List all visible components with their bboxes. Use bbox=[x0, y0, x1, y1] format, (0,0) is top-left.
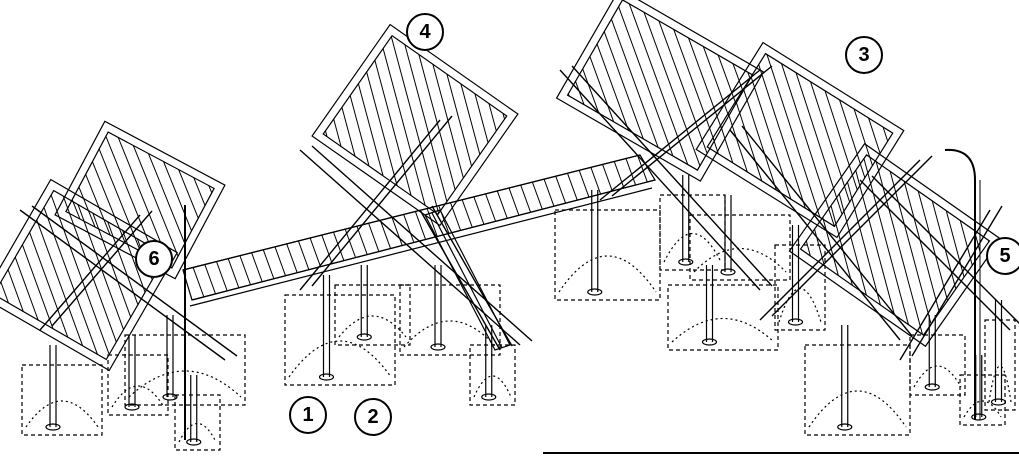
callout-6: 6 bbox=[135, 240, 173, 278]
brace-a-8 bbox=[859, 179, 1011, 331]
brace-a-1 bbox=[39, 214, 141, 331]
callout-6-label: 6 bbox=[148, 247, 160, 270]
footing-box-7 bbox=[469, 344, 516, 406]
footing-arc-14 bbox=[913, 365, 962, 388]
post-base-4 bbox=[318, 373, 335, 381]
footing-arc-15 bbox=[963, 400, 1002, 418]
deck-frame-1 bbox=[54, 120, 226, 280]
brace-b-3 bbox=[311, 115, 453, 287]
callout-4-label: 4 bbox=[419, 20, 431, 43]
footing-box-14 bbox=[909, 334, 966, 396]
callout-1-label: 1 bbox=[302, 403, 314, 426]
post-base-5 bbox=[356, 333, 372, 341]
brace-a-0 bbox=[19, 209, 226, 361]
footing-arc-5 bbox=[338, 315, 407, 338]
post-base-16 bbox=[990, 398, 1007, 406]
footing-box-5 bbox=[334, 284, 411, 346]
post-base-12 bbox=[787, 318, 804, 326]
footing-box-8 bbox=[554, 209, 661, 301]
post-base-8 bbox=[587, 288, 603, 296]
brace-b-4 bbox=[571, 65, 773, 287]
brace-a-4 bbox=[559, 69, 761, 291]
post-base-1 bbox=[124, 403, 140, 411]
brace-b-0 bbox=[31, 205, 238, 357]
footing-box-15 bbox=[959, 374, 1006, 426]
post-base-0 bbox=[45, 423, 61, 431]
footing-arc-4 bbox=[288, 340, 392, 378]
pole-right bbox=[944, 148, 976, 420]
footing-box-0 bbox=[21, 364, 103, 436]
footing-arc-2 bbox=[128, 370, 242, 398]
callout-2: 2 bbox=[354, 398, 392, 436]
footing-box-6 bbox=[399, 284, 501, 356]
footing-box-11 bbox=[667, 284, 779, 351]
deck-frame-5 bbox=[788, 142, 1002, 348]
slide-chute bbox=[424, 209, 511, 351]
post-base-2 bbox=[162, 393, 178, 401]
brace-a-5 bbox=[599, 69, 761, 201]
callout-5: 5 bbox=[986, 237, 1019, 275]
footing-arc-1 bbox=[111, 385, 165, 408]
footing-box-10 bbox=[689, 214, 791, 281]
brace-b-8 bbox=[871, 175, 1019, 324]
footing-arc-9 bbox=[663, 233, 722, 263]
callout-3-label: 3 bbox=[858, 43, 870, 66]
post-base-15 bbox=[971, 413, 987, 421]
post-base-13 bbox=[837, 423, 853, 431]
brace-a-6 bbox=[729, 129, 901, 341]
frame-rule bbox=[543, 452, 1019, 454]
footing-arc-0 bbox=[25, 400, 99, 428]
brace-a-7 bbox=[759, 159, 921, 321]
brace-b-6 bbox=[741, 125, 913, 337]
post-base-11 bbox=[701, 338, 718, 346]
footing-box-12 bbox=[774, 244, 826, 331]
footing-arc-16 bbox=[988, 365, 1012, 403]
walkway-edge-bottom bbox=[191, 179, 656, 301]
post-base-9 bbox=[678, 258, 694, 266]
post-base-7 bbox=[481, 393, 497, 401]
footing-box-4 bbox=[284, 294, 396, 386]
brace-b-1 bbox=[51, 210, 153, 327]
callout-1: 1 bbox=[289, 396, 327, 434]
callout-5-label: 5 bbox=[999, 244, 1011, 267]
footing-arc-12 bbox=[778, 288, 822, 323]
deck-frame-2 bbox=[311, 23, 519, 227]
footing-box-13 bbox=[804, 344, 911, 436]
walkway-edge-under bbox=[189, 187, 653, 307]
footing-arc-7 bbox=[473, 375, 512, 398]
brace-b-5 bbox=[611, 65, 773, 197]
post-base-6 bbox=[430, 343, 446, 351]
callout-4: 4 bbox=[406, 13, 444, 51]
footing-arc-8 bbox=[558, 255, 657, 293]
walkway-edge-top bbox=[182, 154, 641, 271]
footing-arc-11 bbox=[671, 317, 775, 343]
footing-arc-3 bbox=[178, 423, 217, 443]
footing-box-9 bbox=[659, 194, 726, 271]
deck-panel-2 bbox=[322, 34, 508, 216]
slide-chute-center bbox=[431, 212, 503, 349]
brace-b-7 bbox=[771, 155, 933, 317]
callout-3: 3 bbox=[845, 36, 883, 74]
post-base-14 bbox=[924, 383, 940, 391]
footing-arc-13 bbox=[808, 390, 907, 428]
brace-b-2 bbox=[311, 145, 533, 342]
footing-box-1 bbox=[107, 354, 169, 416]
post-base-10 bbox=[720, 268, 736, 276]
footing-box-3 bbox=[174, 394, 221, 451]
callout-2-label: 2 bbox=[367, 405, 379, 428]
brace-a-3 bbox=[299, 119, 441, 291]
brace-a-10 bbox=[419, 209, 501, 351]
post-base-3 bbox=[186, 438, 202, 446]
brace-b-9 bbox=[911, 205, 1003, 357]
